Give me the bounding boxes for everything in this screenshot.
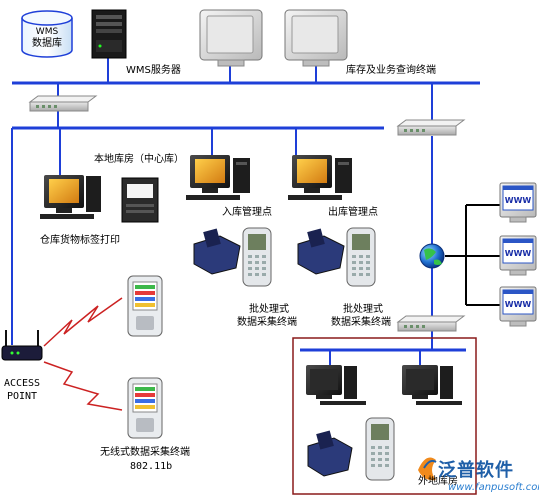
remote-pc-2-icon: [402, 365, 462, 405]
query-monitor-1-icon: [199, 9, 263, 67]
inbound-pc-icon: [186, 155, 250, 200]
access-point-label-line1: ACCESS: [3, 378, 41, 389]
handheld-1-icon: [242, 227, 272, 287]
db-label-line2: 数据库: [32, 36, 62, 49]
query-monitor-2-icon: [284, 9, 348, 67]
www-monitor-1-icon: WWW: [499, 182, 537, 223]
remote-pc-1-icon: [306, 365, 366, 405]
batch-terminal-2-label-line1: 批处理式: [343, 304, 383, 315]
brand-name: 泛普软件: [438, 460, 514, 481]
batch-terminal-1-label-line2: 数据采集终端: [237, 317, 297, 328]
wireless-terminal-label-line2: 802.11b: [130, 461, 173, 472]
db-label-line1: WMS: [36, 27, 59, 37]
internet-globe-icon: [419, 243, 445, 269]
access-point-label-line2: POINT: [6, 391, 38, 402]
outbound-point-label: 出库管理点: [328, 207, 378, 218]
batch-terminal-1-label-line1: 批处理式: [249, 304, 289, 315]
handheld-2-icon: [346, 227, 376, 287]
switch-remote-icon: [396, 315, 466, 332]
wms-server-label: WMS服务器: [126, 65, 181, 76]
www-monitor-2-icon: WWW: [499, 235, 537, 276]
label-print-label: 仓库货物标签打印: [40, 235, 120, 246]
www-label-2: WWW: [505, 249, 532, 258]
wireless-terminal-2-icon: [127, 377, 163, 439]
wireless-terminal-1-icon: [127, 275, 163, 337]
cradle-2-icon: [297, 228, 345, 275]
switch-main-icon: [28, 95, 98, 112]
wms-database-icon: WMS 数据库: [21, 10, 73, 58]
remote-cradle-icon: [307, 430, 353, 477]
www-monitor-3-icon: WWW: [499, 286, 537, 327]
outbound-pc-icon: [288, 155, 352, 200]
remote-warehouse-frame: [292, 337, 477, 495]
cradle-1-icon: [193, 228, 241, 275]
wireless-signal-icon: [43, 297, 123, 411]
label-print-pc-icon: [40, 175, 101, 219]
batch-terminal-2-label-line2: 数据采集终端: [331, 317, 391, 328]
brand-url: www.fanpusoft.com: [448, 482, 539, 493]
www-label-3: WWW: [505, 300, 532, 309]
brand-logo-icon: [418, 457, 437, 481]
wireless-terminal-label-line1: 无线式数据采集终端: [100, 447, 190, 458]
remote-handheld-icon: [365, 417, 395, 481]
remote-warehouse-label: 外地库房: [418, 476, 458, 487]
switch-right-icon: [396, 119, 466, 136]
www-label-1: WWW: [505, 196, 532, 205]
label-printer-icon: [121, 177, 159, 223]
query-terminal-label: 库存及业务查询终端: [346, 65, 436, 76]
network-lines: [11, 55, 500, 365]
wms-server-icon: [91, 9, 127, 59]
access-point-icon: [1, 330, 43, 361]
inbound-point-label: 入库管理点: [222, 207, 272, 218]
local-warehouse-label: 本地库房（中心库）: [94, 154, 184, 165]
